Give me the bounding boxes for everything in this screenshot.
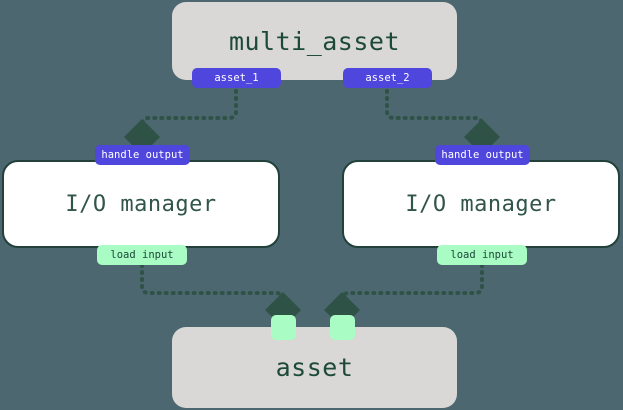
badge-asset-2-label: asset_2	[365, 71, 410, 84]
badge-handle-output-left[interactable]: handle output	[95, 145, 190, 165]
badge-load-input-right-label: load input	[450, 248, 514, 261]
node-io-manager-left[interactable]: I/O manager	[2, 160, 280, 248]
badge-asset-1[interactable]: asset_1	[192, 68, 281, 88]
edge-load-input-left-to-asset	[140, 263, 301, 328]
edge-load-input-right-to-asset	[324, 263, 484, 328]
node-io-manager-right-label: I/O manager	[405, 191, 557, 217]
badge-handle-output-right-label: handle output	[441, 148, 524, 161]
badge-handle-output-right[interactable]: handle output	[435, 145, 530, 165]
badge-handle-output-left-label: handle output	[101, 148, 184, 161]
node-asset[interactable]: asset	[172, 327, 457, 408]
badge-load-input-right[interactable]: load input	[437, 245, 527, 265]
edge-asset1-to-handle-output-left	[124, 82, 238, 155]
node-multi-asset-label: multi_asset	[228, 26, 401, 56]
badge-load-input-left-label: load input	[110, 248, 174, 261]
badge-asset-input-1[interactable]	[271, 315, 296, 340]
edge-asset2-to-handle-output-right	[385, 82, 500, 155]
badge-asset-2[interactable]: asset_2	[343, 68, 432, 88]
node-asset-label: asset	[275, 353, 354, 382]
badge-load-input-left[interactable]: load input	[97, 245, 187, 265]
badge-asset-input-2[interactable]	[330, 315, 355, 340]
node-io-manager-right[interactable]: I/O manager	[342, 160, 620, 248]
node-multi-asset[interactable]: multi_asset	[172, 2, 457, 80]
badge-asset-1-label: asset_1	[214, 71, 259, 84]
node-io-manager-left-label: I/O manager	[65, 191, 217, 217]
